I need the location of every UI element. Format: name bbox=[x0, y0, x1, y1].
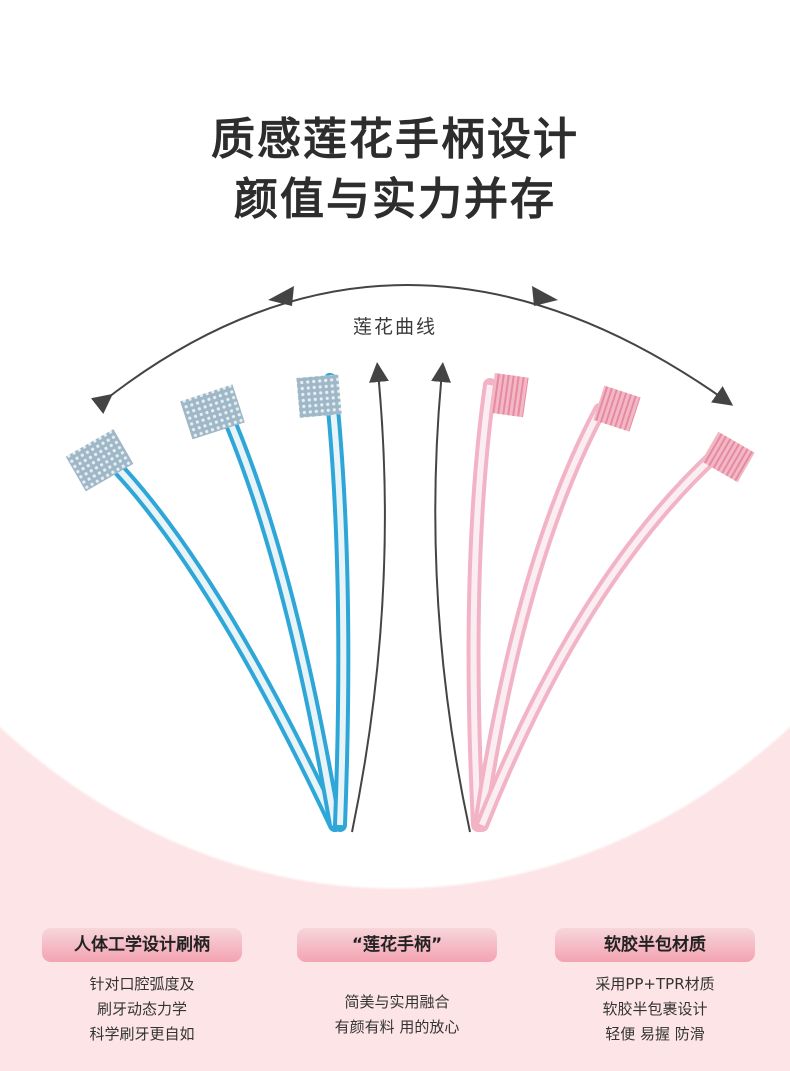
feature-ergonomic: 人体工学设计刷柄 针对口腔弧度及 刷牙动态力学 科学刷牙更自如 bbox=[42, 928, 242, 1047]
feature-line: 有颜有料 用的放心 bbox=[334, 1018, 460, 1036]
headline-line-1: 质感莲花手柄设计 bbox=[211, 114, 579, 165]
pink-toothbrushes bbox=[466, 372, 755, 832]
feature-line: 针对口腔弧度及 bbox=[89, 975, 195, 993]
up-arrow-right bbox=[431, 362, 471, 833]
feature-line: 软胶半包裹设计 bbox=[602, 1000, 708, 1018]
feature-title: 人体工学设计刷柄 bbox=[42, 928, 242, 962]
lotus-curve-arc bbox=[90, 284, 734, 415]
feature-line: 刷牙动态力学 bbox=[96, 1000, 187, 1018]
feature-lotus-handle: “莲花手柄” 简美与实用融合 有颜有料 用的放心 bbox=[297, 928, 497, 1040]
feature-line: 采用PP+TPR材质 bbox=[595, 975, 715, 993]
headline-line-2: 颜值与实力并存 bbox=[234, 174, 556, 225]
feature-title: 软胶半包材质 bbox=[555, 928, 755, 962]
feature-title: “莲花手柄” bbox=[297, 928, 497, 962]
up-arrow-left bbox=[351, 362, 389, 833]
lotus-curve-label: 莲花曲线 bbox=[352, 316, 437, 338]
arrowhead-right bbox=[532, 286, 558, 306]
feature-soft-material: 软胶半包材质 采用PP+TPR材质 软胶半包裹设计 轻便 易握 防滑 bbox=[555, 928, 755, 1047]
arrowhead-left bbox=[268, 286, 294, 306]
feature-line: 简美与实用融合 bbox=[344, 993, 450, 1011]
feature-line: 轻便 易握 防滑 bbox=[605, 1025, 705, 1043]
feature-line: 科学刷牙更自如 bbox=[89, 1025, 195, 1043]
blue-toothbrushes bbox=[65, 373, 351, 832]
